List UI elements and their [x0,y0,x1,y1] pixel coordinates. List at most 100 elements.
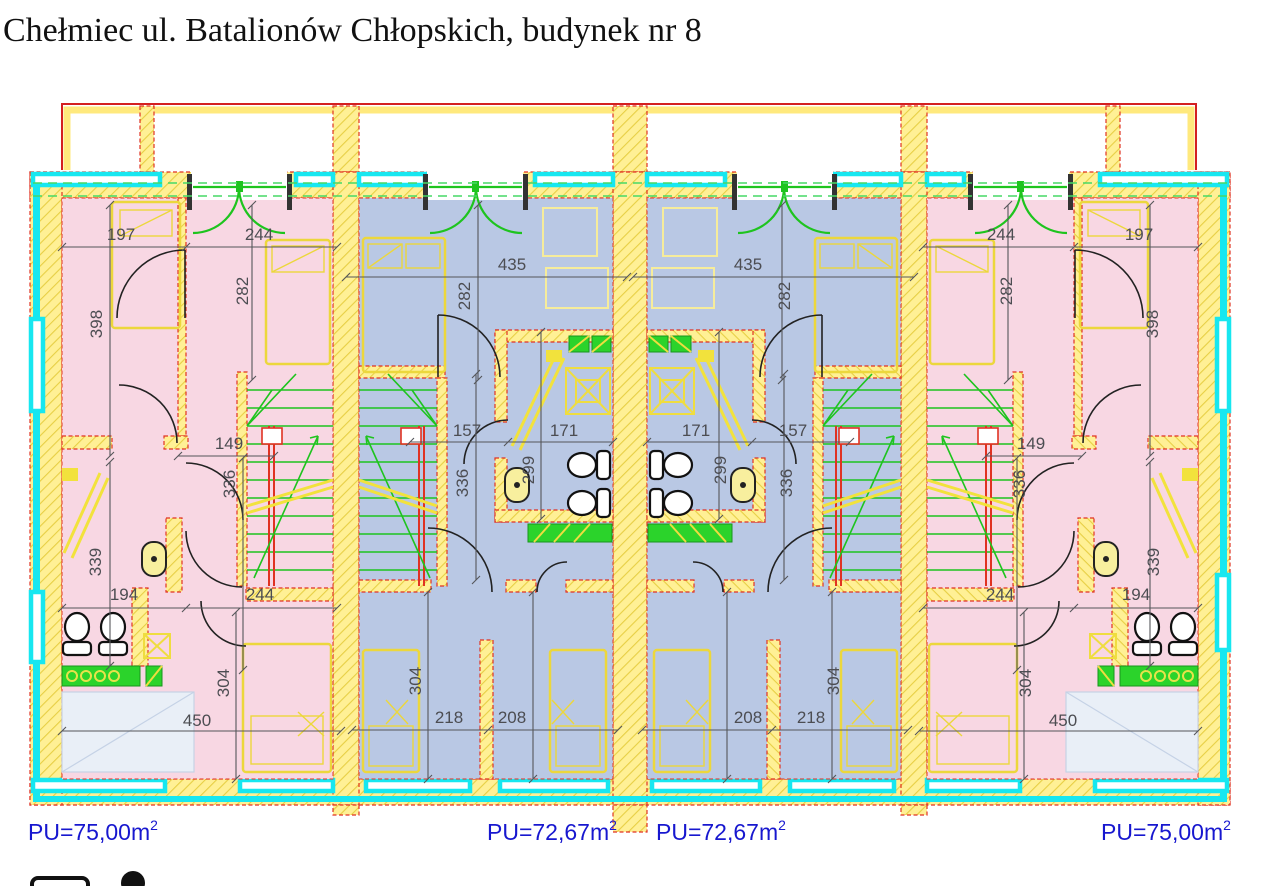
dimension-label: 208 [498,708,526,727]
dimension-line [528,587,538,784]
dimension-line [628,272,919,282]
dimension-line [779,369,789,585]
dimension-label: 149 [1017,434,1045,453]
dimension-line [777,200,787,385]
dimension-line [57,242,342,252]
window [644,171,728,188]
appliance-strip [527,523,613,543]
dimension-line [642,437,855,447]
terrace-pillar [332,105,360,173]
toilet-icon [566,487,612,519]
dimension-label: 244 [987,225,1015,244]
dimension-line [918,603,1203,613]
dimension-label: 336 [1010,470,1029,498]
dimension-label: 157 [779,421,807,440]
dimension-label: 197 [107,225,135,244]
dimension-line [981,451,1087,461]
bed [548,648,608,774]
dimension-line [247,200,257,385]
door-arc [185,462,244,521]
party-wall-stub [612,804,648,833]
washer-icon [143,633,171,659]
dimension-label: 208 [734,708,762,727]
window [497,777,611,794]
stairs [358,373,438,586]
dimension-line [173,451,279,461]
dimension-line [714,327,724,524]
dimension-label: 244 [246,585,274,604]
dimension-label: 336 [777,469,796,497]
dimension-label: 450 [183,711,211,730]
area-label-unit-3: PU=72,67m2 [656,817,786,845]
dimension-label: 157 [453,421,481,440]
area-label-unit-4: PU=75,00m2 [1101,817,1231,845]
dimension-line [722,587,732,784]
party-wall [900,171,928,806]
area-label-unit-1: PU=75,00m2 [28,817,158,845]
dimension-label: 339 [1144,548,1163,576]
dimension-label: 304 [824,667,843,695]
dimension-label: 218 [435,708,463,727]
bathroom-tiles [568,335,612,353]
logo-fragment [30,871,145,886]
toilet-icon [97,611,129,657]
window [532,171,616,188]
dimension-label: 435 [734,255,762,274]
dimension-line [1003,200,1013,385]
dimension-label: 218 [797,708,825,727]
door-arc [536,561,568,593]
dimension-line [536,327,546,524]
window [924,171,967,188]
desk [542,207,598,257]
dimension-line [105,200,115,461]
dimension-label: 299 [519,456,538,484]
terrace-pillar [900,105,928,173]
window [28,589,46,665]
page-title: Chełmiec ul. Batalionów Chłopskich, budy… [3,12,702,49]
party-wall-stub [900,804,928,816]
dimension-line [1012,453,1022,675]
dimension-label: 149 [215,434,243,453]
window [649,777,763,794]
window [787,777,897,794]
bed [110,200,182,330]
door-arc [185,530,243,588]
appliance-strip [61,665,163,687]
door-arc [463,419,509,465]
toilet-icon [566,449,612,481]
dimension-line [105,457,115,671]
window [924,777,1023,794]
door-arc [116,249,186,319]
shower-icon [510,350,566,451]
dimension-label: 339 [86,548,105,576]
window [293,171,336,188]
dimension-label: 304 [1016,669,1035,697]
dimension-label: 398 [87,310,106,338]
dimension-label: 282 [455,282,474,310]
dimension-label: 282 [997,277,1016,305]
dimension-label: 304 [214,669,233,697]
dimension-line [918,242,1203,252]
bed [241,642,333,774]
dimension-label: 171 [550,421,578,440]
dimension-label: 194 [110,585,138,604]
stairs [236,371,334,587]
door-arc [437,314,501,378]
bed [361,236,447,374]
dimension-line [471,369,481,585]
window [363,777,473,794]
terrace-pillar [1105,105,1121,173]
window [28,316,46,414]
dimension-line [1145,457,1155,671]
dimension-label: 398 [1143,310,1162,338]
dimension-line [914,726,1203,736]
terrace-pillar [612,105,648,173]
entry-door [423,170,528,235]
window [1214,572,1232,653]
toilet-icon [61,611,93,657]
area-label-unit-2: PU=72,67m2 [487,817,617,845]
unit-3 [647,170,901,779]
siding-bottom [33,796,1227,802]
